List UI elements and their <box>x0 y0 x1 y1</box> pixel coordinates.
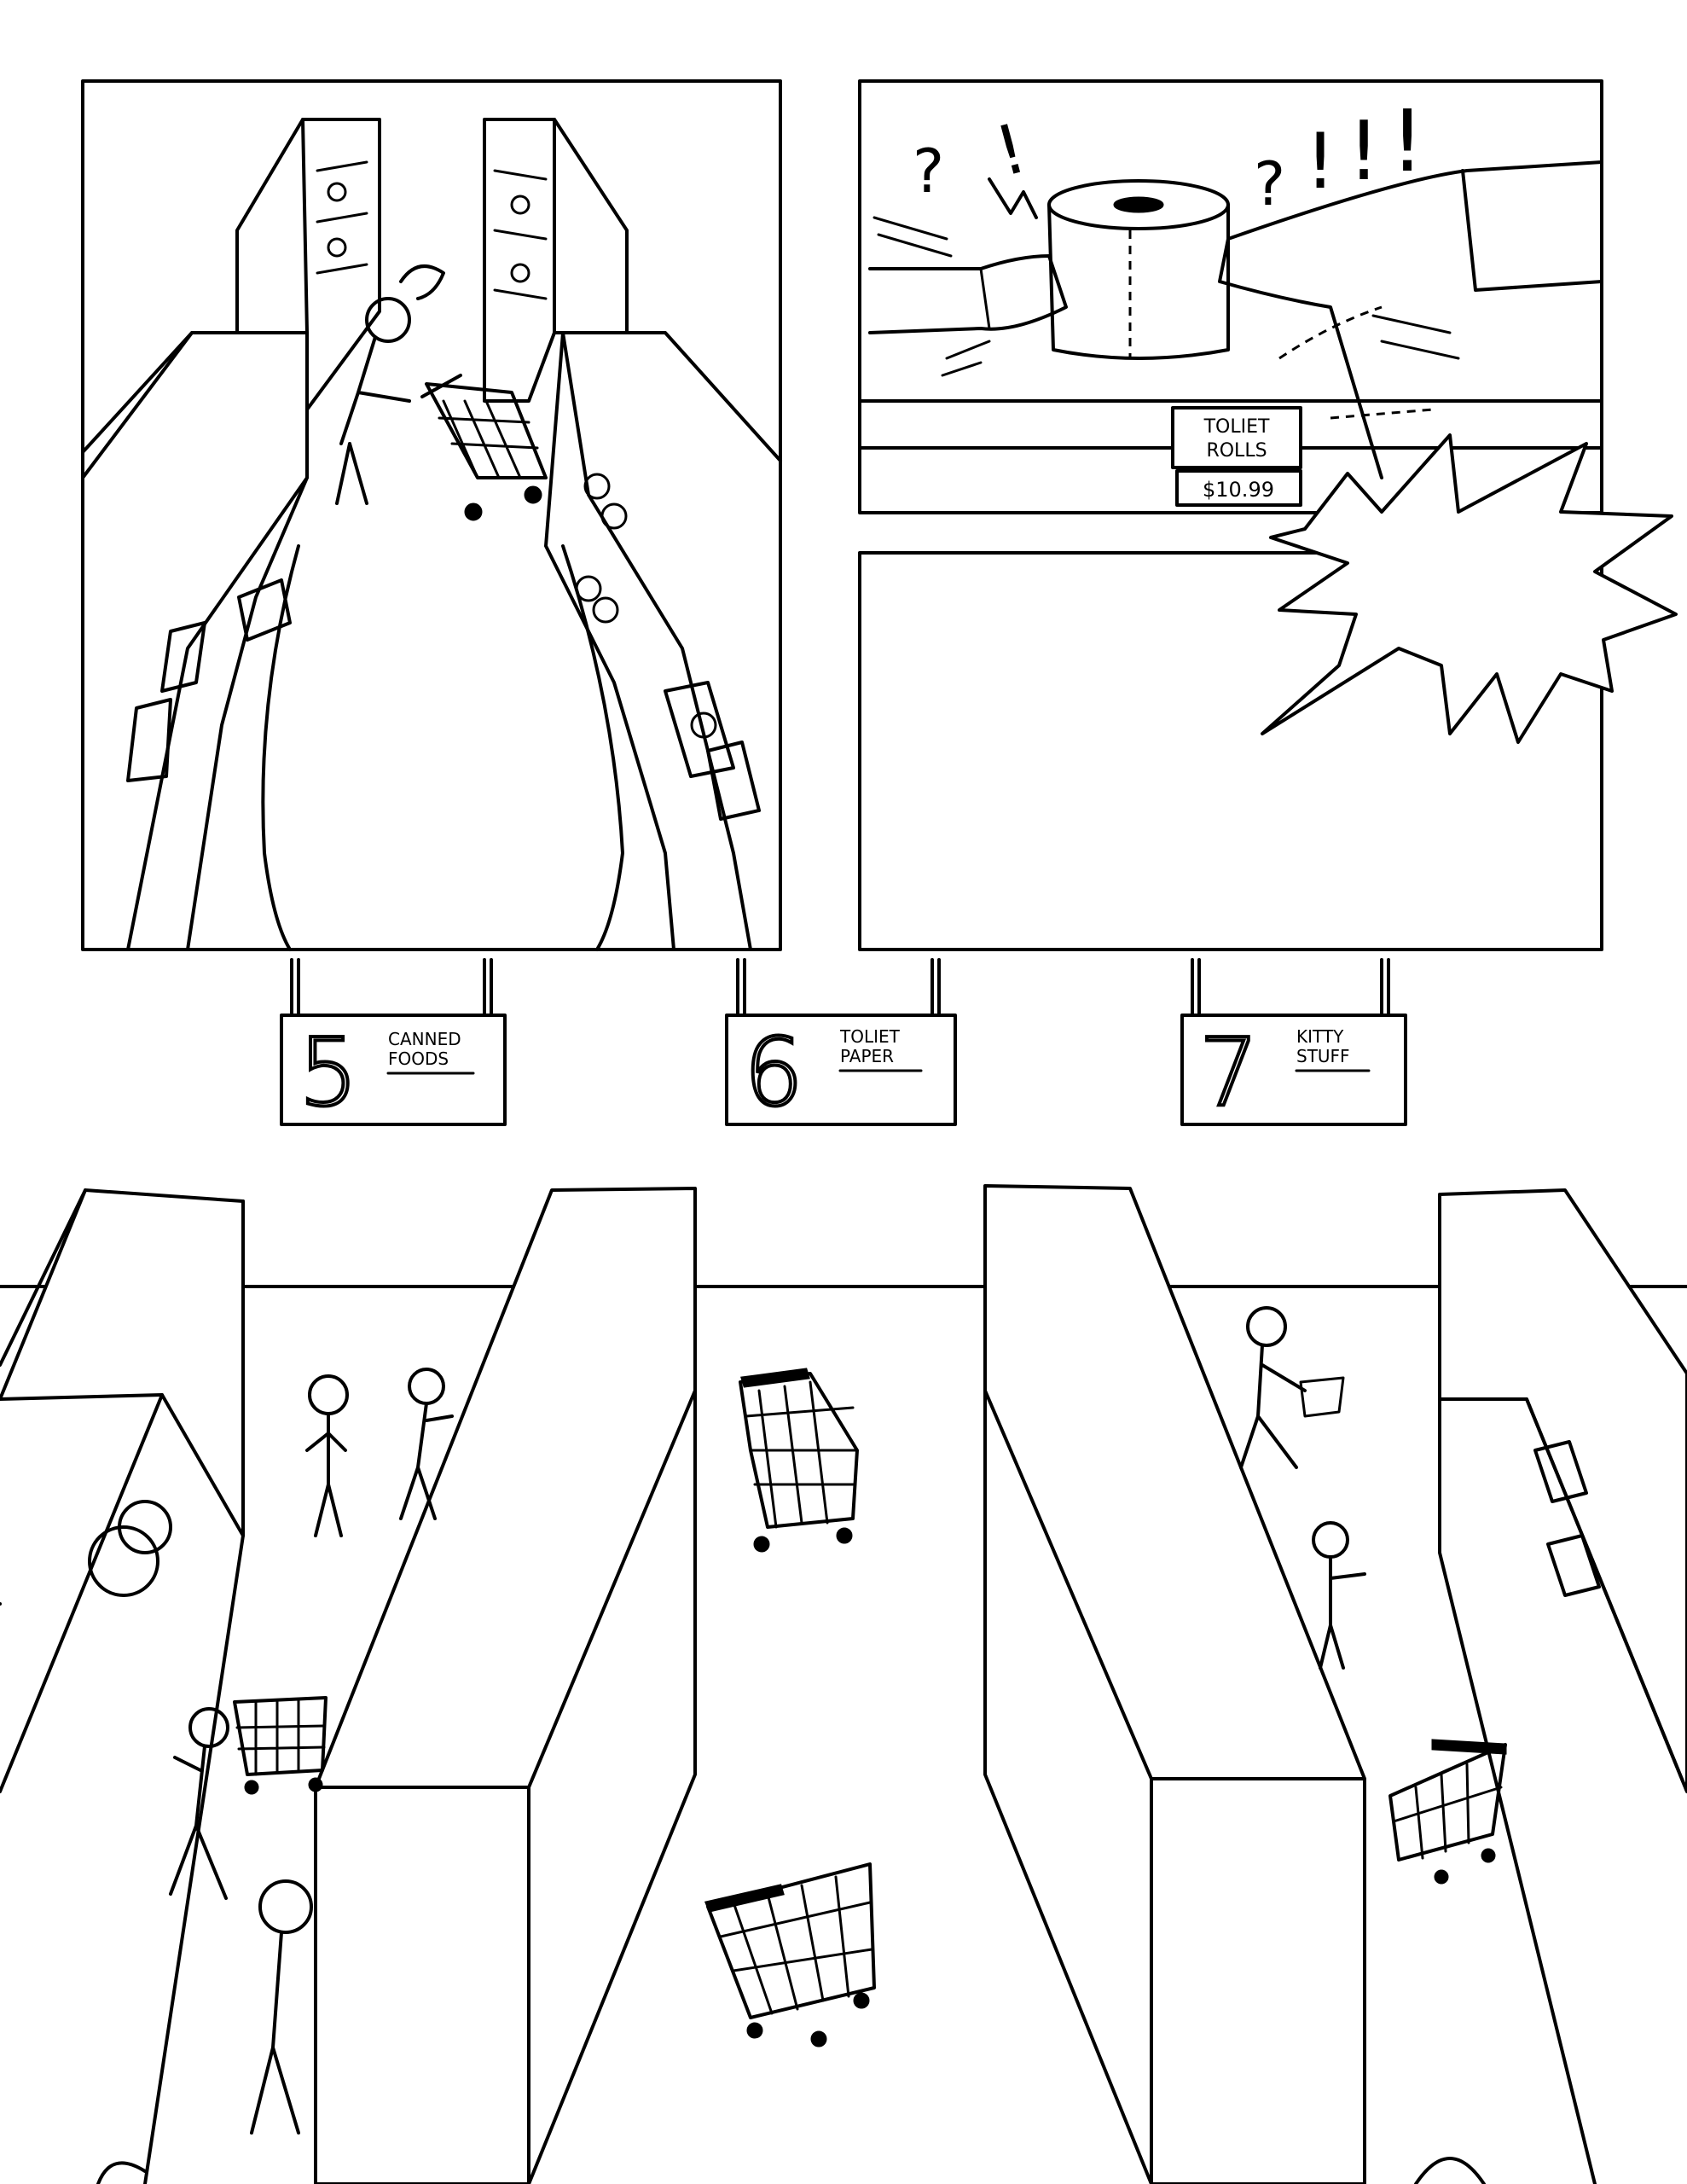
aisle-sign-6-line1: TOLIET <box>839 1026 901 1047</box>
toilet-roll <box>1047 179 1230 360</box>
aisle-sign-6: 6 TOLIET PAPER <box>725 958 957 1129</box>
sfx-exclaim-right-3: ! <box>1390 91 1424 191</box>
shelf-cans <box>575 473 761 821</box>
sfx-exclaim-right-2: ! <box>1348 105 1380 199</box>
price-tag-price: $10.99 <box>1203 478 1274 502</box>
aisle-sign-5-number: 5 <box>299 1018 358 1127</box>
panel-burst <box>858 433 1678 951</box>
shopper-figures <box>169 1306 1366 2135</box>
shelf-unit-1 <box>0 1188 245 2184</box>
panel-roll-grab: ? ! ? ! ! ! TOLIET ROLLS $10.99 <box>858 79 1603 514</box>
sfx-question-right: ? <box>1254 149 1285 219</box>
price-tag-line2: ROLLS <box>1206 440 1267 462</box>
store-floor-scene <box>0 1184 1687 2184</box>
aisle-sign-7-line1: KITTY <box>1296 1026 1344 1047</box>
aisle-sign-5-line1: CANNED <box>388 1029 461 1049</box>
sfx-exclaim-right-1: ! <box>1305 117 1336 206</box>
aisle-sign-5-line2: FOODS <box>388 1048 449 1069</box>
aisle-sign-7-number: 7 <box>1199 1018 1259 1127</box>
aisle-sign-7-line2: STUFF <box>1296 1046 1350 1066</box>
sfx-question-left: ? <box>913 136 944 206</box>
aisle-sign-6-number: 6 <box>744 1018 803 1127</box>
shelf-boxes <box>126 578 292 782</box>
shopper-with-cart <box>335 264 548 521</box>
impact-burst <box>1261 433 1678 744</box>
price-tag-line1: TOLIET <box>1203 416 1270 438</box>
shelf-unit-3 <box>983 1184 1366 2184</box>
price-tag: TOLIET ROLLS $10.99 <box>1171 406 1302 507</box>
aisle-signs: 5 CANNED FOODS 6 TOLIET PAPER 7 KITTY ST… <box>280 958 1407 1129</box>
aisle-sign-5: 5 CANNED FOODS <box>280 958 507 1129</box>
shopping-carts <box>233 1368 1507 2048</box>
aisle-sign-7: 7 KITTY STUFF <box>1180 958 1407 1129</box>
shelf-unit-2 <box>314 1187 697 2184</box>
aisle-sign-6-line2: PAPER <box>840 1046 894 1066</box>
shelf-unit-4 <box>1438 1188 1687 2184</box>
panel-aisle-overhead <box>81 79 782 951</box>
